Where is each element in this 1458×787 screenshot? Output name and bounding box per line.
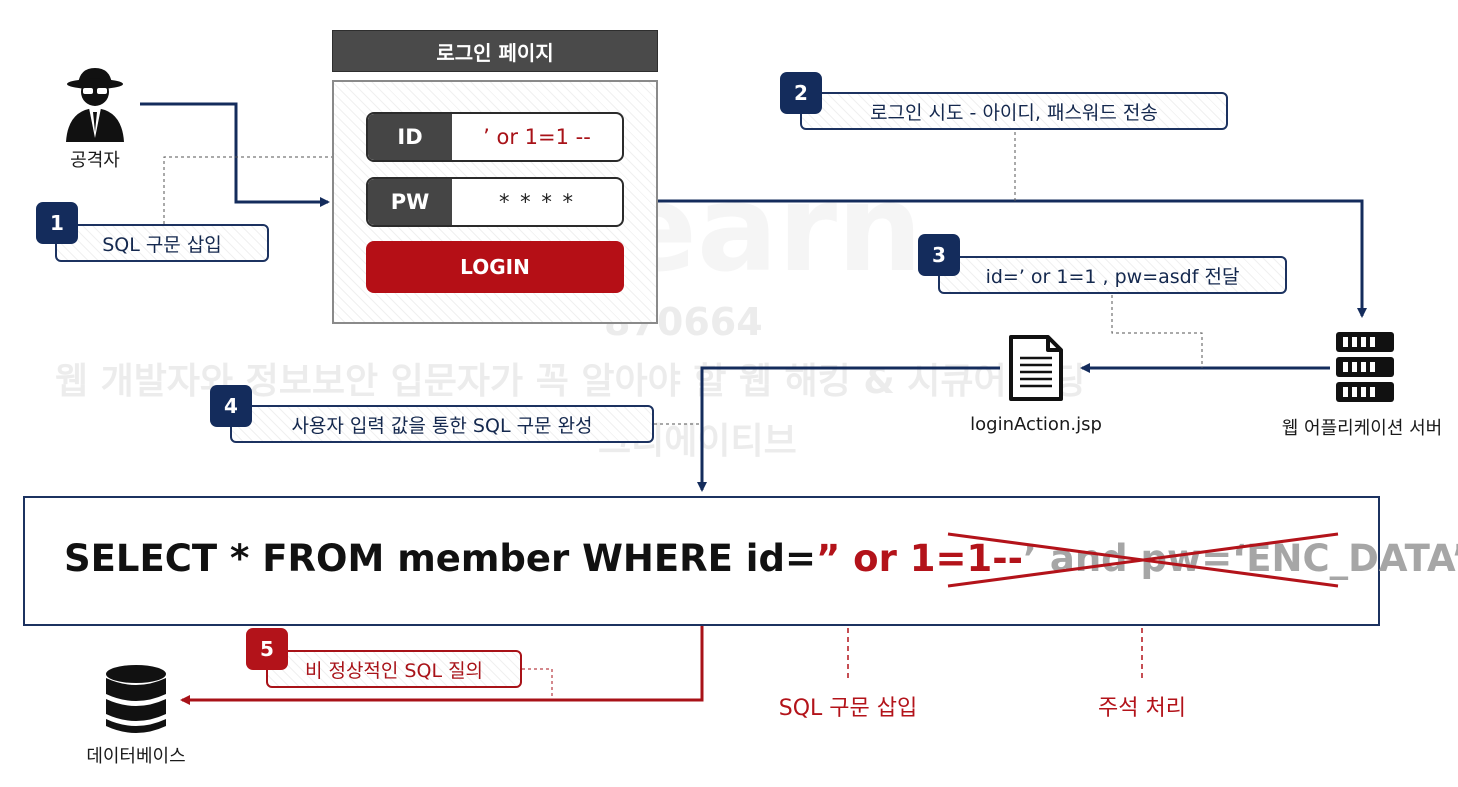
- comment-annotation: 주석 처리: [1098, 696, 1186, 721]
- attacker-label: 공격자: [70, 150, 120, 171]
- step-3-callout: id=’ or 1=1 , pw=asdf 전달: [938, 256, 1287, 294]
- database-icon: [104, 664, 168, 736]
- sql-commented: ’ and pw=‘ENC_DATA’: [1022, 537, 1458, 580]
- server-label: 웹 어플리케이션 서버: [1281, 418, 1443, 439]
- step-5-text: 비 정상적인 SQL 질의: [304, 659, 484, 682]
- step-2-callout: 로그인 시도 - 아이디, 패스워드 전송: [800, 92, 1228, 130]
- step-4-callout: 사용자 입력 값을 통한 SQL 구문 완성: [230, 405, 654, 443]
- id-input[interactable]: ’ or 1=1 --: [483, 125, 591, 149]
- arrow-login-to-server: [658, 199, 1367, 318]
- arrow-sql-to-db: [180, 626, 704, 705]
- hacker-spy-icon: [62, 66, 128, 142]
- login-button[interactable]: LOGIN: [366, 241, 624, 293]
- document-icon: [1008, 334, 1064, 402]
- step-5-callout: 비 정상적인 SQL 질의: [266, 650, 522, 688]
- step-3-text: id=’ or 1=1 , pw=asdf 전달: [985, 265, 1240, 288]
- pw-label: PW: [368, 179, 452, 225]
- arrow-attacker-to-login: [140, 102, 330, 207]
- sql-query: SELECT * FROM member WHERE id=” or 1=1--…: [64, 537, 1458, 580]
- step-4-badge: 4: [210, 385, 252, 427]
- step-2-text: 로그인 시도 - 아이디, 패스워드 전송: [870, 101, 1158, 124]
- login-page-title: 로그인 페이지: [332, 30, 658, 72]
- step-5-badge: 5: [246, 628, 288, 670]
- injection-annotation: SQL 구문 삽입: [778, 696, 918, 721]
- step-2-badge: 2: [780, 72, 822, 114]
- step-1-badge: 1: [36, 202, 78, 244]
- step-1-text: SQL 구문 삽입: [102, 233, 222, 256]
- id-field[interactable]: ID ’ or 1=1 --: [366, 112, 624, 162]
- pw-field[interactable]: PW * * * *: [366, 177, 624, 227]
- sql-injected: ” or 1=1--: [815, 537, 1023, 580]
- step-1-callout: SQL 구문 삽입: [55, 224, 269, 262]
- jsp-label: loginAction.jsp: [970, 414, 1102, 435]
- pw-input[interactable]: * * * *: [498, 190, 576, 214]
- database-label: 데이터베이스: [86, 746, 186, 767]
- id-label: ID: [368, 114, 452, 160]
- sql-normal: SELECT * FROM member WHERE id=: [64, 537, 816, 580]
- arrow-jsp-to-sql: [697, 366, 1000, 492]
- server-rack-icon: [1336, 332, 1394, 402]
- step-3-badge: 3: [918, 234, 960, 276]
- step-4-text: 사용자 입력 값을 통한 SQL 구문 완성: [291, 414, 593, 437]
